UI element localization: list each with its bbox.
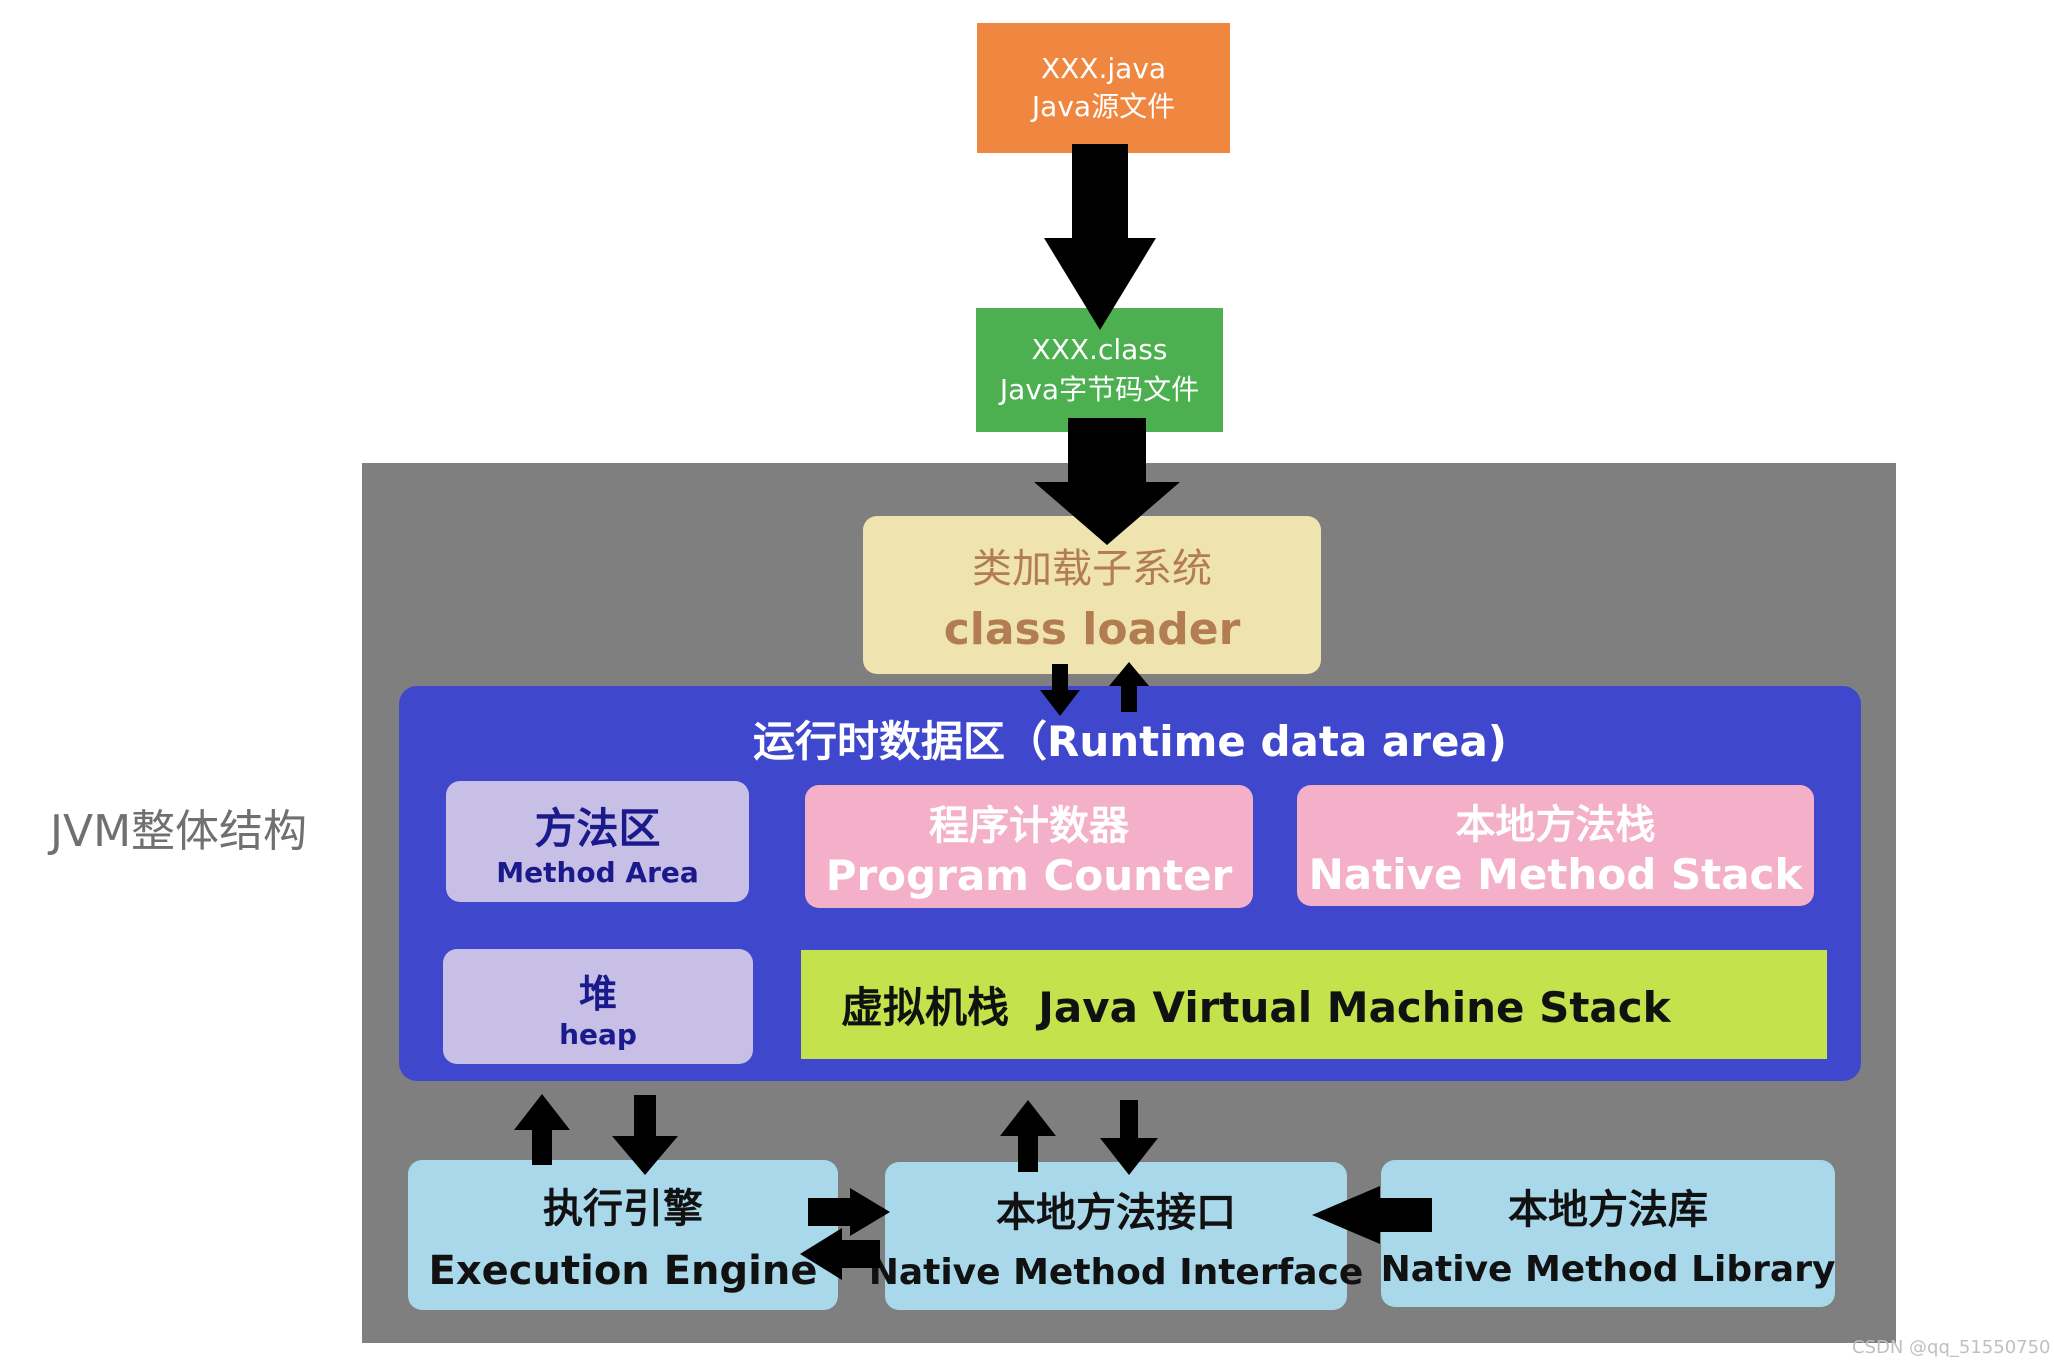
program-counter-en: Program Counter — [825, 851, 1233, 900]
heap-cn: 堆 — [578, 971, 617, 1016]
native-method-stack-box: 本地方法栈 Native Method Stack — [1297, 785, 1814, 906]
vm-stack-label: 虚拟机栈 Java Virtual Machine Stack — [841, 983, 1671, 1032]
program-counter-box: 程序计数器 Program Counter — [805, 785, 1253, 908]
class-file-desc: Java字节码文件 — [999, 373, 1200, 406]
source-file-name: XXX.java — [1040, 52, 1167, 85]
arrow-left-icon — [1312, 1186, 1432, 1244]
execution-engine-box: 执行引擎 Execution Engine — [408, 1160, 838, 1310]
native-method-stack-en: Native Method Stack — [1308, 850, 1803, 899]
class-loader-en: class loader — [943, 603, 1241, 655]
class-loader-cn: 类加载子系统 — [972, 545, 1212, 592]
class-loader-box: 类加载子系统 class loader — [863, 516, 1321, 674]
diagram-side-label: JVM整体结构 — [50, 806, 308, 857]
heap-box: 堆 heap — [443, 949, 753, 1064]
class-file-name: XXX.class — [1031, 333, 1168, 366]
native-library-en: Native Method Library — [1380, 1249, 1836, 1290]
arrow-down-icon — [612, 1095, 678, 1175]
arrow-down-icon — [1040, 664, 1080, 716]
native-method-stack-cn: 本地方法栈 — [1455, 802, 1656, 848]
native-interface-cn: 本地方法接口 — [996, 1189, 1236, 1236]
arrow-down-icon — [1044, 144, 1156, 330]
method-area-en: Method Area — [496, 855, 699, 889]
source-file-desc: Java源文件 — [1031, 90, 1176, 123]
execution-engine-en: Execution Engine — [428, 1248, 818, 1294]
watermark: CSDN @qq_51550750 — [1852, 1337, 2051, 1358]
arrow-down-icon — [1100, 1100, 1158, 1175]
program-counter-cn: 程序计数器 — [929, 803, 1129, 849]
arrow-up-icon — [514, 1094, 570, 1165]
heap-en: heap — [559, 1017, 637, 1051]
native-library-cn: 本地方法库 — [1508, 1187, 1708, 1233]
native-method-library-box: 本地方法库 Native Method Library — [1381, 1160, 1835, 1307]
arrow-up-icon — [1000, 1100, 1056, 1172]
native-method-interface-box: 本地方法接口 Native Method Interface — [869, 1162, 1363, 1310]
java-source-file-box: XXX.java Java源文件 — [977, 23, 1230, 153]
runtime-data-area-title: 运行时数据区（Runtime data area) — [752, 717, 1507, 766]
arrow-up-icon — [1109, 662, 1149, 712]
vm-stack-box: 虚拟机栈 Java Virtual Machine Stack — [801, 950, 1827, 1059]
method-area-box: 方法区 Method Area — [446, 781, 749, 902]
method-area-cn: 方法区 — [534, 803, 661, 853]
arrow-down-icon — [1034, 418, 1180, 545]
native-interface-en: Native Method Interface — [868, 1251, 1364, 1293]
arrow-left-icon — [800, 1228, 880, 1280]
execution-engine-cn: 执行引擎 — [543, 1186, 703, 1232]
arrow-right-icon — [808, 1188, 890, 1236]
